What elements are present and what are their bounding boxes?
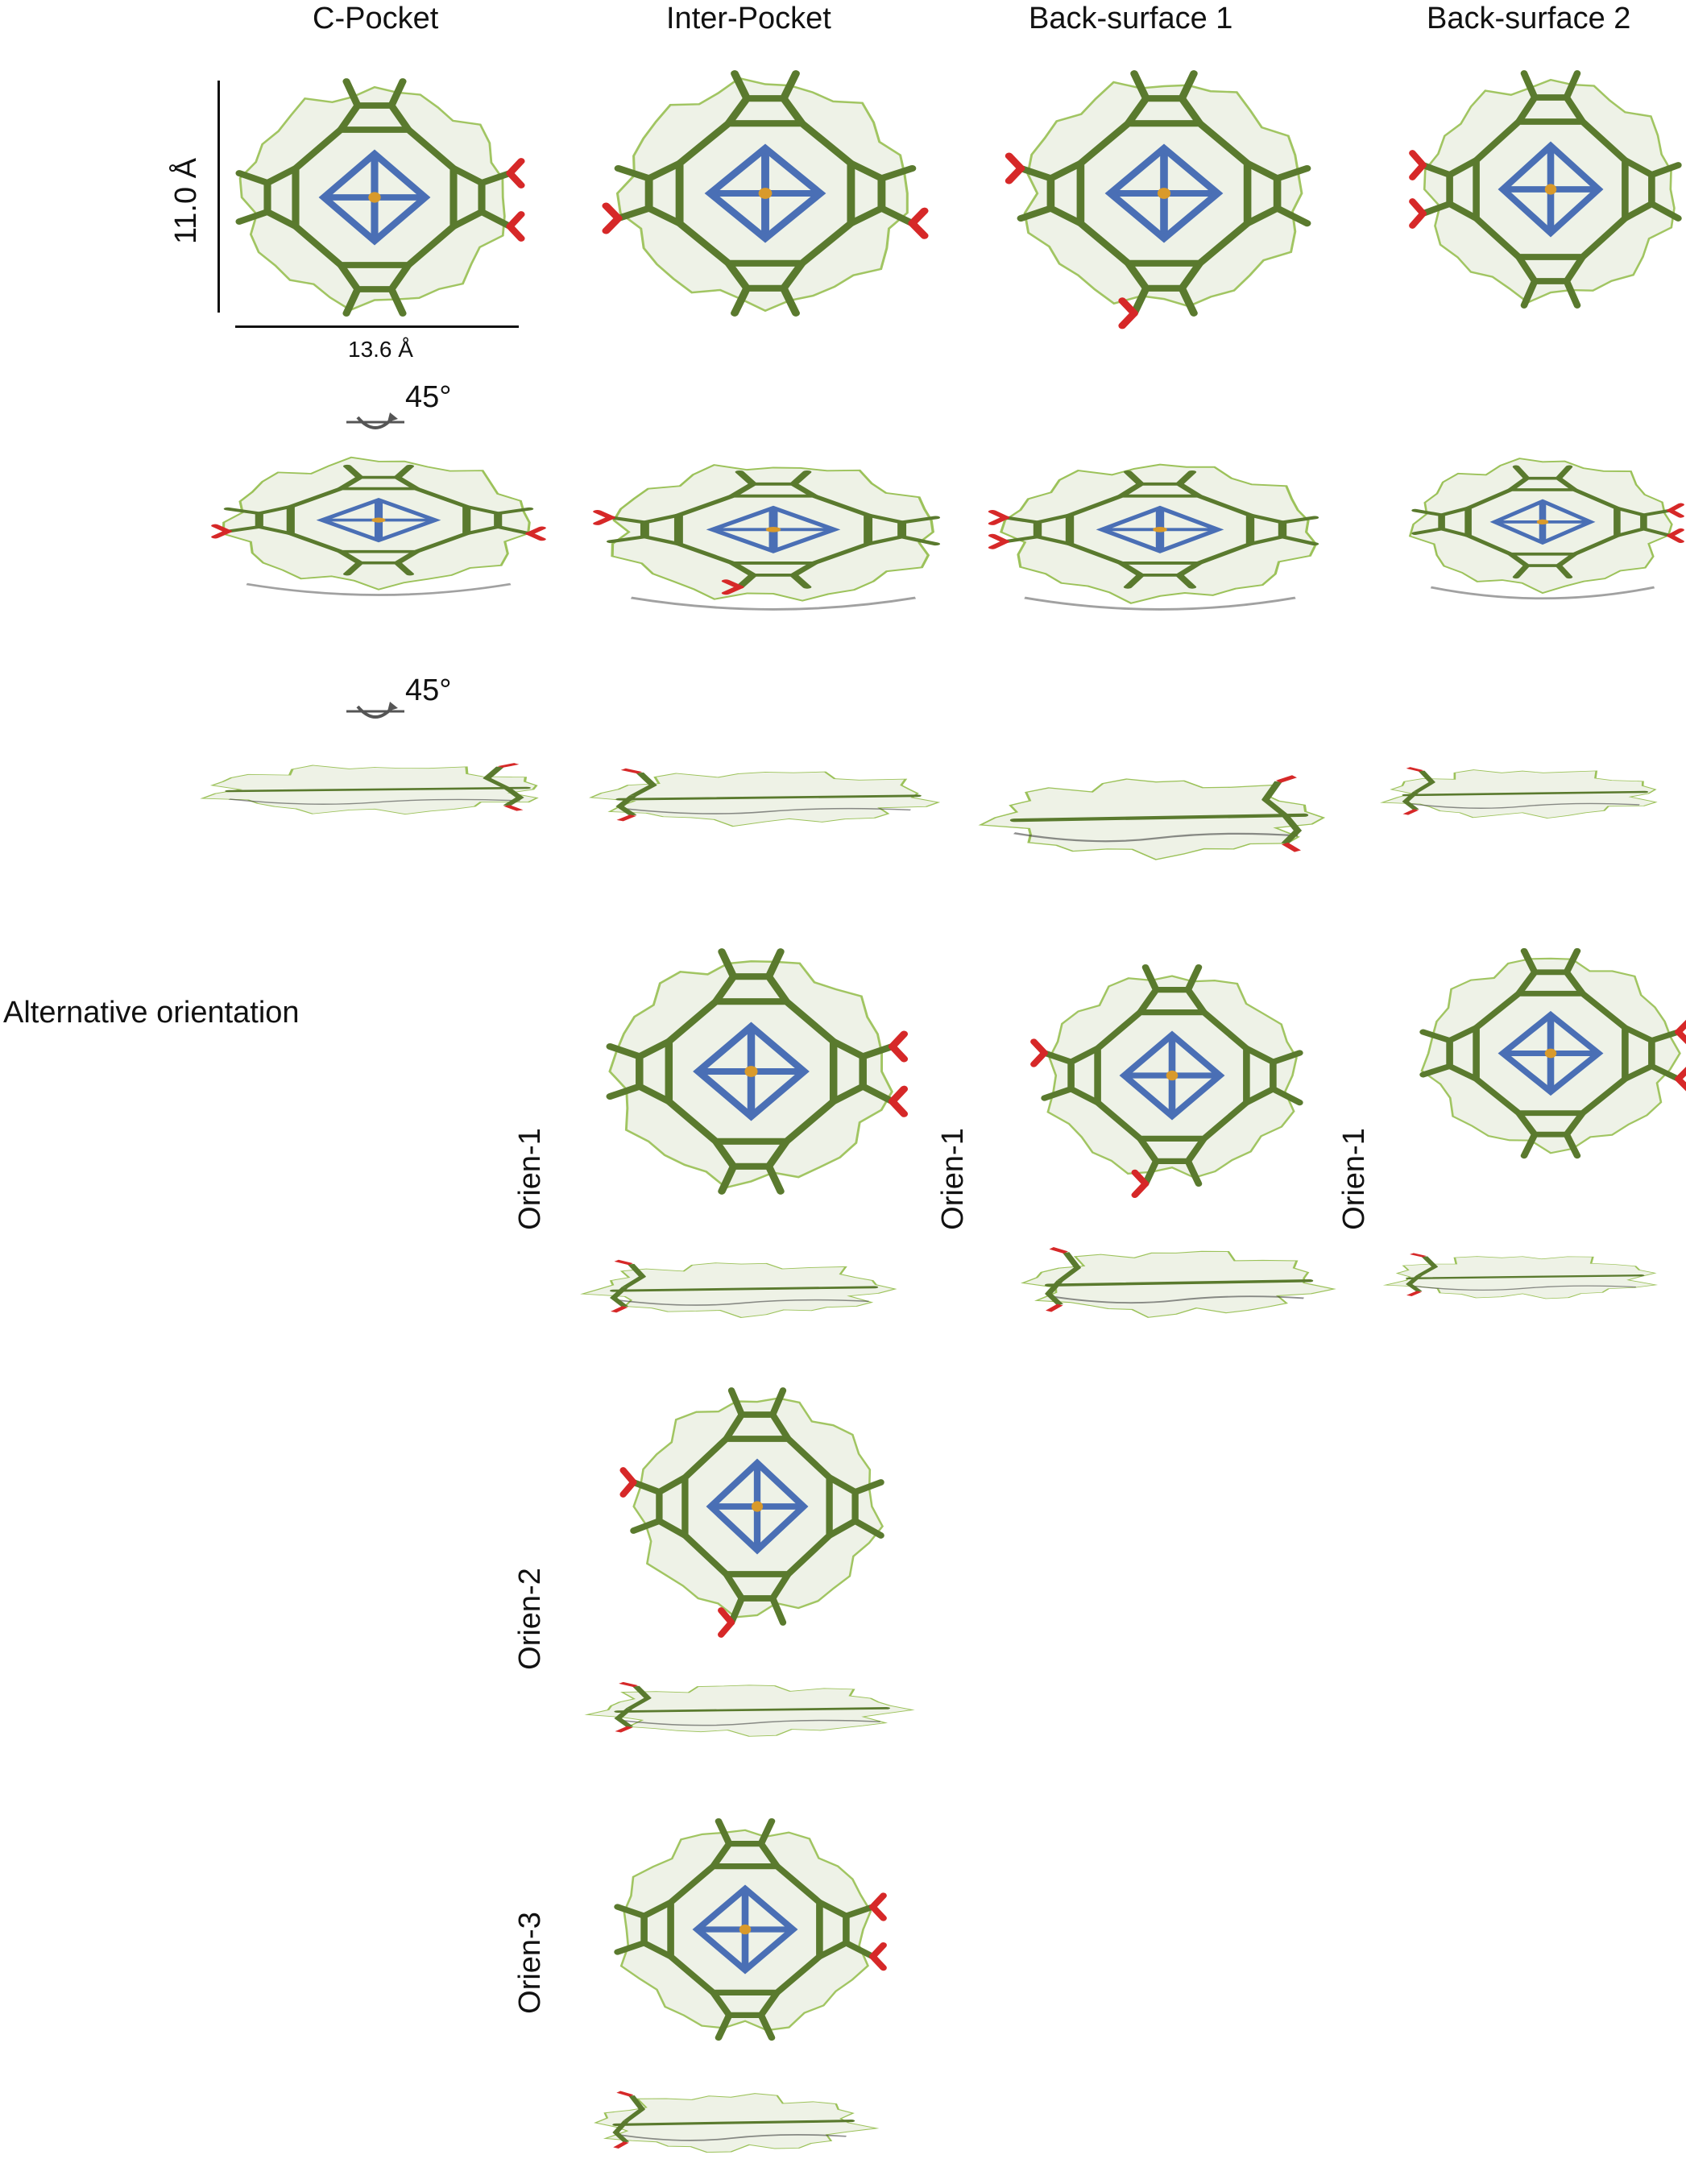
heme-side-c-pocket	[200, 749, 540, 830]
orientation-label-back2-1: Orien-1	[1336, 1128, 1371, 1230]
column-title-back-surface-2: Back-surface 2	[1427, 2, 1631, 35]
heme-tilt-back-surface-1	[988, 443, 1321, 636]
column-title-c-pocket: C-Pocket	[313, 2, 439, 35]
heme-side-inter-orien-2	[584, 1668, 915, 1752]
heme-side-back2-orien-1	[1382, 1241, 1659, 1313]
heme-top-inter-orien-1	[604, 947, 909, 1196]
heme-side-inter-pocket	[589, 753, 941, 842]
rotation-label-1: 45°	[405, 380, 452, 414]
heme-side-back1-orien-1	[1020, 1229, 1336, 1337]
heme-side-inter-orien-1	[580, 1245, 897, 1333]
heme-side-back-surface-2	[1380, 753, 1658, 834]
rotation-label-2: 45°	[405, 673, 452, 707]
heme-top-back-surface-1	[1005, 68, 1313, 329]
column-title-back-surface-1: Back-surface 1	[1029, 2, 1233, 35]
scale-bar-vertical	[217, 81, 220, 313]
heme-side-back-surface-1	[978, 753, 1326, 882]
heme-top-back1-orien-1	[1030, 963, 1305, 1199]
heme-tilt-back-surface-2	[1408, 439, 1684, 624]
orientation-label-inter-1: Orien-1	[512, 1128, 547, 1230]
scale-width-label: 13.6 Å	[348, 337, 413, 362]
heme-tilt-inter-pocket	[593, 443, 942, 636]
heme-top-inter-orien-2	[619, 1386, 886, 1638]
heme-tilt-c-pocket	[211, 439, 546, 620]
heme-side-inter-orien-3	[594, 2074, 880, 2171]
heme-top-back2-orien-1	[1418, 947, 1686, 1160]
heme-top-back-surface-2	[1409, 68, 1684, 310]
heme-top-inter-orien-3	[612, 1817, 887, 2042]
alternative-orientation-label: Alternative orientation	[3, 996, 300, 1030]
rotation-arrow-icon	[346, 412, 404, 429]
orientation-label-inter-3: Orien-3	[512, 1912, 547, 2014]
scale-height-label: 11.0 Å	[169, 157, 204, 245]
column-title-inter-pocket: Inter-Pocket	[666, 2, 831, 35]
orientation-label-back1-1: Orien-1	[935, 1128, 970, 1230]
scale-bar-horizontal	[235, 325, 519, 328]
orientation-label-inter-2: Orien-2	[512, 1568, 547, 1670]
heme-top-inter-pocket	[602, 68, 929, 318]
rotation-arrow-icon	[346, 702, 404, 719]
heme-top-c-pocket	[234, 77, 525, 318]
